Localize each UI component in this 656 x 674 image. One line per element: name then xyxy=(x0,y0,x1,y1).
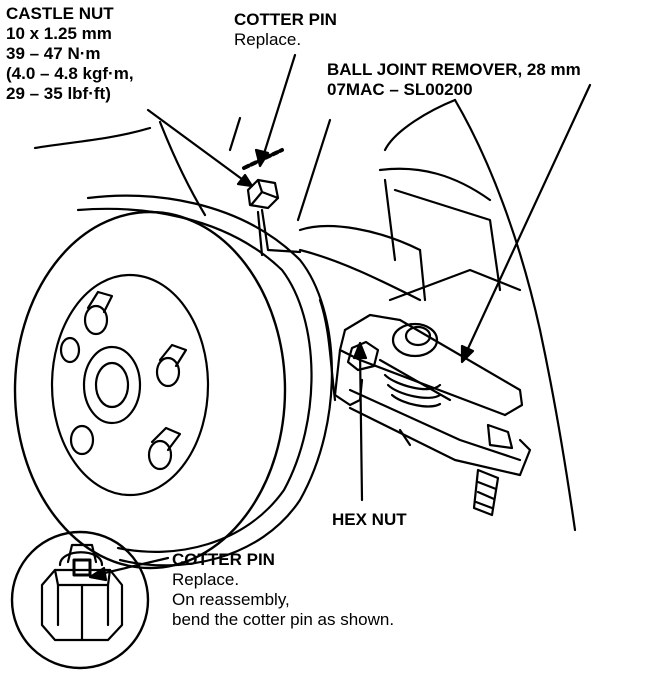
cotter-pin-label: COTTER PIN Replace. xyxy=(234,10,337,50)
leader-hex-nut xyxy=(352,341,368,502)
castle-nut-label: CASTLE NUT 10 x 1.25 mm 39 – 47 N·m (4.0… xyxy=(6,4,134,104)
cotter-pin-title: COTTER PIN xyxy=(234,10,337,29)
cotter-pin-detail-title: COTTER PIN xyxy=(172,550,275,569)
hex-nut-label: HEX NUT xyxy=(332,510,407,530)
castle-nut-torque-lbfft: 29 – 35 lbf·ft) xyxy=(6,84,111,103)
cotter-pin-note: Replace. xyxy=(234,30,302,49)
detail-inset xyxy=(10,530,150,670)
ball-joint-remover-label: BALL JOINT REMOVER, 28 mm 07MAC – SL0020… xyxy=(327,60,581,100)
castle-nut-title: CASTLE NUT xyxy=(6,4,114,23)
leader-cotter-pin xyxy=(254,53,297,168)
ball-joint-remover-tool xyxy=(333,313,532,517)
ball-joint-remover-title: BALL JOINT REMOVER, 28 mm xyxy=(327,60,581,79)
castle-nut-shape xyxy=(246,178,280,210)
cotter-pin-detail-label: COTTER PIN Replace. On reassembly, bend … xyxy=(172,550,394,630)
leader-castle-nut xyxy=(146,108,254,188)
cotter-pin-detail-replace: Replace. xyxy=(172,570,240,589)
cotter-pin-detail-bend: bend the cotter pin as shown. xyxy=(172,610,395,629)
cotter-pin-detail-reassembly: On reassembly, xyxy=(172,590,290,609)
leader-ball-joint-remover xyxy=(460,83,592,364)
ball-joint-remover-part-no: 07MAC – SL00200 xyxy=(327,80,473,99)
hex-nut-shape xyxy=(346,340,380,372)
brake-rotor xyxy=(13,194,333,570)
castle-nut-thread: 10 x 1.25 mm xyxy=(6,24,112,43)
castle-nut-torque-kgfm: (4.0 – 4.8 kgf·m, xyxy=(6,64,134,83)
hex-nut-title: HEX NUT xyxy=(332,510,407,529)
castle-nut-torque-nm: 39 – 47 N·m xyxy=(6,44,101,63)
knuckle-outline xyxy=(33,98,577,532)
tie-rod-stud xyxy=(256,208,302,257)
